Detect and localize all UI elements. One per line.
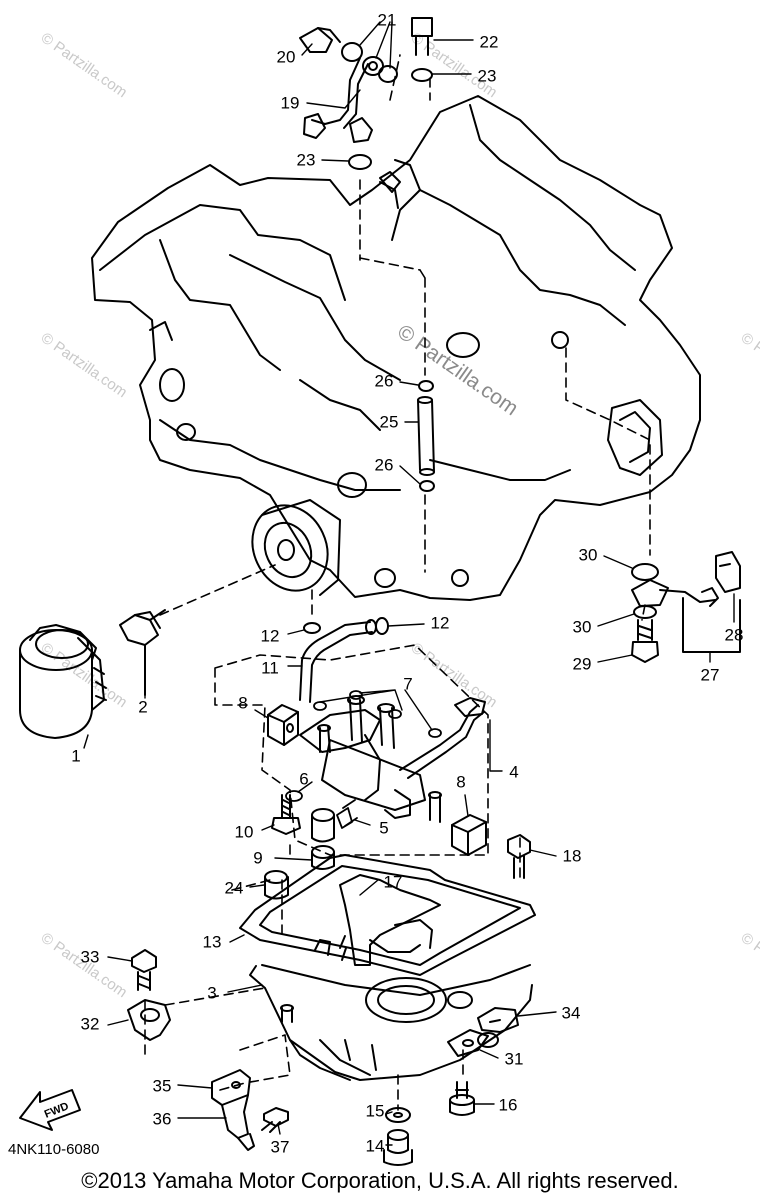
callout-13: 13 (203, 932, 222, 951)
bolt-18 (507, 834, 531, 879)
oil-pipe-25 (417, 380, 435, 492)
callout-4: 4 (509, 762, 518, 781)
watermark-center: © Partzilla.com (393, 320, 522, 420)
callout-25: 25 (380, 412, 399, 431)
callout-8: 8 (238, 693, 247, 712)
bolt-16 (449, 1081, 475, 1116)
forward-arrow-icon: FWD (19, 1089, 81, 1131)
brackets-35-36 (211, 1069, 255, 1151)
collars (264, 808, 335, 900)
callout-10: 10 (235, 822, 254, 841)
callout-11: 11 (261, 658, 279, 677)
oil-filter (19, 624, 107, 739)
callout-31: 31 (505, 1049, 524, 1068)
damper-blocks (267, 704, 487, 856)
oil-strainer (299, 695, 486, 823)
drain-bolt (383, 1107, 413, 1166)
watermark: © Partzilla.com (738, 329, 760, 401)
callout-7: 7 (403, 674, 412, 693)
leader-lines (83, 21, 735, 1146)
watermark: © Partzilla.com (738, 929, 760, 1001)
callout-6: 6 (299, 769, 308, 788)
watermark: © Partzilla.com (408, 639, 501, 711)
watermark: © Partzilla.com (38, 639, 131, 711)
callout-26: 26 (375, 371, 394, 390)
fitting-32-33 (127, 949, 171, 1041)
callout-16: 16 (499, 1095, 518, 1114)
callout-36: 36 (153, 1109, 172, 1128)
callout-24: 24 (225, 878, 244, 897)
sensor-34 (477, 1007, 519, 1048)
cover-plate-31 (447, 1029, 489, 1057)
callout-12: 12 (261, 626, 280, 645)
callout-35: 35 (153, 1076, 172, 1095)
callout-34: 34 (562, 1003, 581, 1022)
oil-pan (239, 854, 536, 1081)
watermark: © Partzilla.com (38, 29, 131, 101)
callout-9: 9 (253, 848, 262, 867)
callout-19: 19 (281, 93, 300, 112)
callout-17: 17 (384, 872, 403, 891)
callout-1: 1 (71, 746, 80, 765)
oil-pipe-11 (299, 617, 389, 703)
callout-22: 22 (480, 32, 499, 51)
callout-29: 29 (573, 654, 592, 673)
oil-filter-mount (251, 499, 341, 596)
watermark-layer: © Partzilla.com © Partzilla.com © Partzi… (38, 29, 760, 1001)
callout-33: 33 (81, 947, 100, 966)
callout-26: 26 (375, 455, 394, 474)
engine-crankcase (91, 95, 701, 601)
callout-23: 23 (478, 66, 497, 85)
oil-delivery-pipe (299, 17, 433, 193)
callout-32: 32 (81, 1014, 100, 1033)
callout-21: 21 (378, 10, 397, 29)
callout-14: 14 (366, 1136, 385, 1155)
callout-37: 37 (271, 1137, 290, 1156)
callout-15: 15 (366, 1101, 385, 1120)
oil-level-switch (631, 551, 741, 663)
callout-20: 20 (277, 47, 296, 66)
callout-30: 30 (573, 617, 592, 636)
callout-5: 5 (379, 818, 388, 837)
callout-2: 2 (138, 697, 147, 716)
copyright-notice: ©2013 Yamaha Motor Corporation, U.S.A. A… (81, 1168, 679, 1193)
callout-3: 3 (207, 983, 216, 1002)
watermark: © Partzilla.com (38, 329, 131, 401)
callout-18: 18 (563, 846, 582, 865)
strainer-assembly-boundary (214, 644, 489, 856)
diagram-part-code: 4NK110-6080 (8, 1141, 100, 1158)
callout-12: 12 (431, 613, 450, 632)
o-rings (285, 690, 442, 829)
callout-28: 28 (725, 625, 744, 644)
callout-30: 30 (579, 545, 598, 564)
callout-23: 23 (297, 150, 316, 169)
callout-8: 8 (456, 772, 465, 791)
callout-27: 27 (701, 665, 720, 684)
union-bolt (119, 609, 166, 696)
screw-37 (261, 1107, 289, 1133)
